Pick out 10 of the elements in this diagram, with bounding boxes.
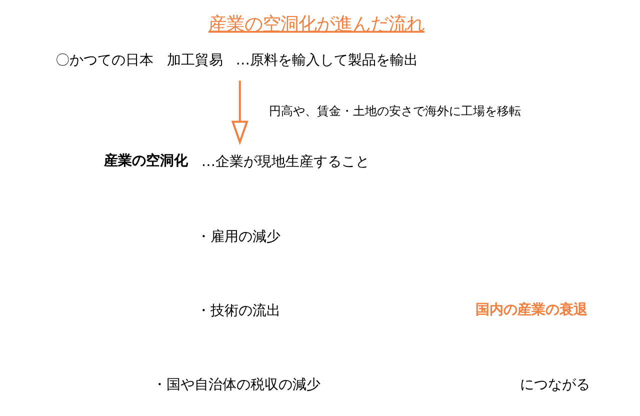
label: 国内の産業の衰退: [476, 302, 588, 318]
node-text: 〇かつての日本 加工貿易 …原料を輸入して製品を輸出: [55, 52, 418, 69]
label: ・雇用の減少: [196, 229, 280, 246]
node-text: 産業の空洞化 …企業が現地生産すること: [104, 153, 370, 170]
diagram-title: 産業の空洞化が進んだ流れ: [208, 14, 424, 35]
edge-label: 円高や、賃金・土地の安さで海外に工場を移転: [268, 104, 521, 118]
label: ・国や自治体の税収の減少: [152, 377, 321, 394]
label: につながる: [520, 377, 590, 394]
arrow: [231, 80, 248, 146]
label: ・技術の流出: [196, 303, 280, 320]
